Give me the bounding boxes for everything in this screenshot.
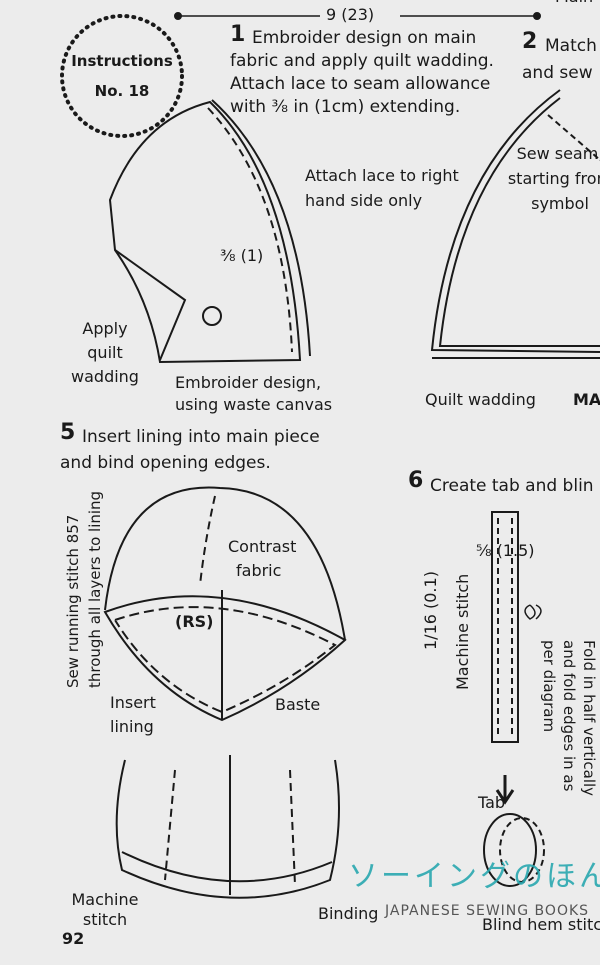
label-fold: and fold edges in as bbox=[560, 640, 578, 792]
label-tab: Tab bbox=[478, 793, 506, 812]
label-fold: Fold in half vertically bbox=[580, 640, 598, 797]
badge-dotted-circle bbox=[60, 14, 184, 138]
step1-line: fabric and apply quilt wadding. bbox=[230, 51, 494, 71]
badge-title: Instructions bbox=[71, 52, 173, 70]
step6-number: 6 bbox=[408, 468, 424, 493]
label-measure: ⅜ (1) bbox=[220, 246, 264, 265]
label-small-measure: 1/16 (0.1) bbox=[421, 571, 440, 650]
label-rs: (RS) bbox=[175, 612, 214, 631]
step1-line: Embroider design on main bbox=[252, 28, 477, 48]
label-seam: starting from bbox=[507, 169, 600, 188]
page-reference: 9 (23) bbox=[326, 5, 375, 24]
label-seam: symbol bbox=[531, 194, 589, 213]
label-wadding: Apply bbox=[82, 319, 128, 338]
step2-line: Match bbox=[545, 36, 597, 56]
step1-line: with ⅜ in (1cm) extending. bbox=[230, 97, 461, 117]
label-fold: per diagram bbox=[540, 640, 558, 733]
label-insert: lining bbox=[110, 717, 154, 736]
label-embroider: Embroider design, bbox=[175, 373, 322, 392]
page-number: 92 bbox=[62, 929, 85, 948]
step1-line: Attach lace to seam allowance bbox=[230, 74, 491, 94]
label-tab-machine-stitch: Machine stitch bbox=[453, 573, 472, 690]
label-blind-hem: Blind hem stitc bbox=[482, 915, 600, 934]
label-lace: hand side only bbox=[305, 191, 423, 210]
label-machine-stitch: Machine bbox=[71, 890, 139, 909]
label-embroider: using waste canvas bbox=[175, 395, 333, 414]
step6-line: Create tab and blin bbox=[430, 476, 594, 496]
label-seam: Sew seam, bbox=[516, 144, 600, 163]
step5-line: and bind opening edges. bbox=[60, 453, 271, 473]
label-partial: MA bbox=[573, 390, 600, 409]
label-machine-stitch: stitch bbox=[82, 910, 128, 929]
step2-line: and sew bbox=[522, 63, 593, 83]
top-right-partial: Main bbox=[555, 0, 593, 8]
label-wadding: wadding bbox=[71, 367, 139, 386]
label-binding: Binding bbox=[318, 904, 379, 923]
badge-number: No. 18 bbox=[94, 82, 150, 100]
step5-number: 5 bbox=[60, 420, 76, 445]
label-wadding: quilt bbox=[87, 343, 123, 362]
label-quilt-wadding: Quilt wadding bbox=[425, 390, 536, 409]
label-lace: Attach lace to right bbox=[305, 166, 459, 185]
step1-number: 1 bbox=[230, 22, 246, 47]
label-measure-tab: ⅝ (1.5) bbox=[476, 541, 535, 560]
label-contrast: Contrast bbox=[228, 537, 297, 556]
label-insert: Insert bbox=[110, 693, 156, 712]
watermark-japanese: ソーイングのほん bbox=[348, 859, 600, 894]
label-contrast: fabric bbox=[236, 561, 282, 580]
label-running-stitch: Sew running stitch 857 bbox=[64, 514, 82, 688]
label-running-stitch: through all layers to lining bbox=[86, 490, 104, 688]
label-baste: Baste bbox=[275, 695, 321, 714]
step5-line: Insert lining into main piece bbox=[82, 427, 320, 447]
step2-number: 2 bbox=[522, 29, 538, 54]
watermark-english: JAPANESE SEWING BOOKS bbox=[385, 903, 590, 919]
